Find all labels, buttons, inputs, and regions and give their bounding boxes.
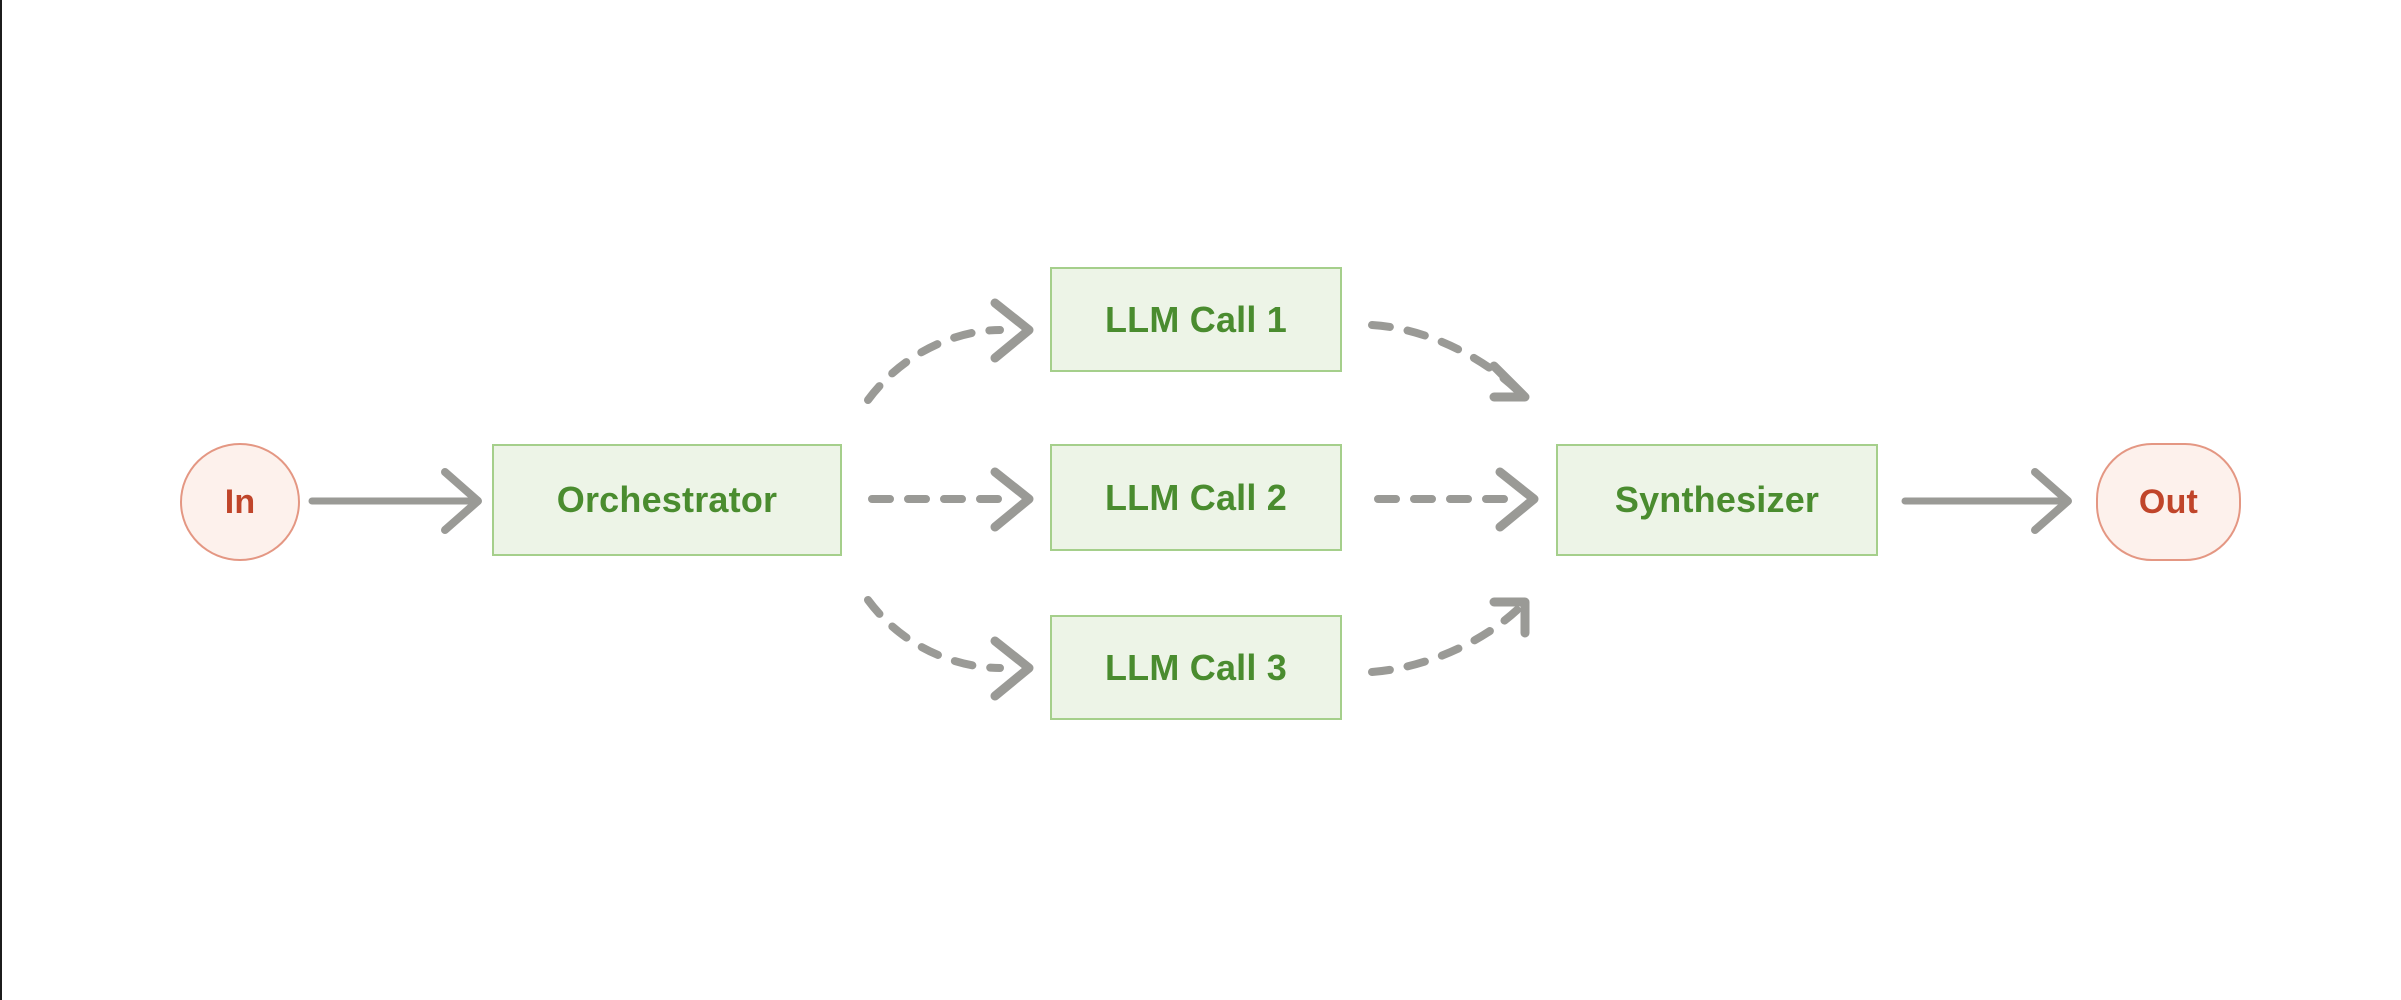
edge-in-orchestrator [308,468,482,534]
node-llm-call-2-label: LLM Call 2 [1104,476,1288,518]
node-synthesizer-label: Synthesizer [1614,479,1820,520]
node-llm-call-3[interactable]: LLM Call 3 [1050,615,1342,720]
edge-llm-call-2-synthesizer [1374,467,1539,532]
left-edge-rule [0,0,2,1000]
edge-synthesizer-out [1901,468,2072,534]
node-llm-call-1[interactable]: LLM Call 1 [1050,267,1342,372]
node-llm-call-1-label: LLM Call 1 [1104,298,1288,340]
node-synthesizer[interactable]: Synthesizer [1556,444,1878,556]
node-orchestrator-label: Orchestrator [556,479,778,520]
node-orchestrator[interactable]: Orchestrator [492,444,842,556]
edge-orchestrator-llm-call-3 [864,596,1034,701]
node-llm-call-2[interactable]: LLM Call 2 [1050,444,1342,551]
node-llm-call-3-label: LLM Call 3 [1104,646,1288,688]
node-in-label: In [224,483,256,521]
edge-orchestrator-llm-call-2 [868,467,1034,532]
edge-orchestrator-llm-call-1 [864,298,1034,404]
edge-llm-call-1-synthesizer [1368,321,1530,402]
node-out-label: Out [2138,483,2199,521]
node-out[interactable]: Out [2096,443,2241,561]
node-in[interactable]: In [180,443,300,561]
edge-llm-call-3-synthesizer [1368,597,1530,676]
